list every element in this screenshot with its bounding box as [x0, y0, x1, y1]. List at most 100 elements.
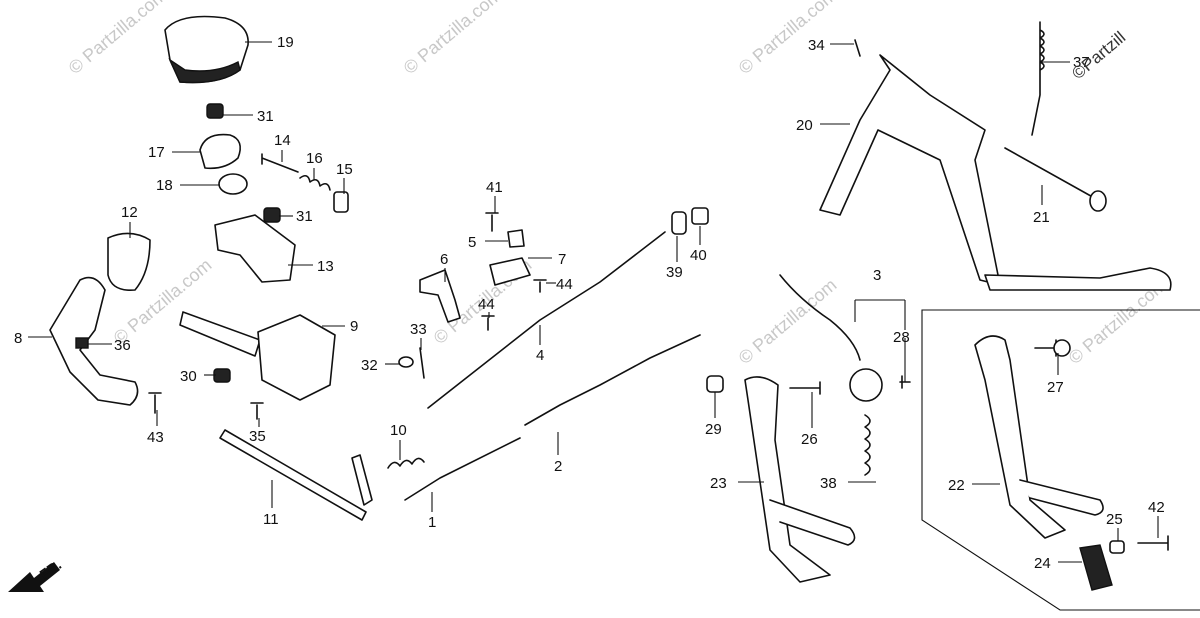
callout-30: 30 [180, 368, 197, 385]
part-12-rubber [107, 232, 151, 292]
callout-10: 10 [390, 422, 407, 439]
callout-33: 33 [410, 321, 427, 338]
callout-21: 21 [1033, 209, 1050, 226]
part-44-bolt-b [481, 315, 495, 331]
part-13-bracket [214, 214, 296, 283]
part-21-pin [1004, 147, 1099, 201]
callout-32: 32 [361, 357, 378, 374]
part-39-collar [671, 211, 687, 235]
part-31-nut-b [263, 207, 281, 223]
part-3-switch [849, 368, 883, 402]
callout-24: 24 [1034, 555, 1051, 572]
callout-3: 3 [873, 267, 881, 284]
part-25-collar [1109, 540, 1125, 554]
part-20-pedal [984, 267, 1172, 291]
callout-27: 27 [1047, 379, 1064, 396]
part-27-bolt [1034, 339, 1057, 357]
callout-4: 4 [536, 347, 544, 364]
callout-19: 19 [277, 34, 294, 51]
part-14-bolt [261, 153, 299, 173]
callout-31: 31 [296, 208, 313, 225]
part-31-nut [206, 103, 224, 119]
part-5-clip [507, 229, 525, 248]
callout-43: 43 [147, 429, 164, 446]
part-11-arm [351, 454, 373, 506]
part-41-bolt [485, 212, 499, 232]
part-40-nut [691, 207, 709, 225]
watermark: © Partzilla.com [400, 0, 506, 78]
callout-9: 9 [350, 318, 358, 335]
callout-44: 44 [556, 276, 573, 293]
part-22-side-stand [974, 335, 1066, 539]
part-33-pin [419, 347, 425, 379]
callout-7: 7 [558, 251, 566, 268]
callout-20: 20 [796, 117, 813, 134]
callout-29: 29 [705, 421, 722, 438]
part-9-shaft [179, 311, 261, 357]
callout-34: 34 [808, 37, 825, 54]
callout-2: 2 [554, 458, 562, 475]
callout-44: 44 [478, 296, 495, 313]
callout-38: 38 [820, 475, 837, 492]
part-37-spring [1031, 21, 1045, 136]
callout-39: 39 [666, 264, 683, 281]
part-23-side-stand [744, 376, 831, 583]
part-17-cam [199, 133, 241, 170]
callout-18: 18 [156, 177, 173, 194]
leader-lines [28, 41, 1159, 563]
inset-frame-bottom [921, 338, 1200, 611]
part-44-bolt [533, 279, 547, 293]
part-21-pin-head [1089, 190, 1107, 212]
part-4-cable [427, 231, 666, 409]
part-38-spring [864, 414, 871, 476]
part-32-washer [398, 356, 414, 368]
callout-41: 41 [486, 179, 503, 196]
part-2-harness [524, 334, 701, 426]
callout-36: 36 [114, 337, 131, 354]
callout-8: 8 [14, 330, 22, 347]
part-24-rubber [1079, 544, 1113, 591]
callout-42: 42 [1148, 499, 1165, 516]
callout-6: 6 [440, 251, 448, 268]
callout-12: 12 [121, 204, 138, 221]
inset-frame [921, 309, 1200, 338]
callout-23: 23 [710, 475, 727, 492]
callout-15: 15 [336, 161, 353, 178]
part-43-bolt [148, 392, 162, 414]
callout-26: 26 [801, 431, 818, 448]
part-36-pad [75, 337, 89, 349]
part-10-spring [387, 457, 425, 469]
part-15-collar [333, 191, 349, 213]
watermark: © Partzilla.com [65, 0, 171, 78]
callout-11: 11 [263, 511, 279, 528]
part-8-pedal [49, 276, 139, 406]
part-7-holder [489, 257, 531, 286]
callout-37: 37 [1073, 54, 1090, 71]
callout-40: 40 [690, 247, 707, 264]
part-29-nut [706, 375, 724, 393]
part-30-nut [213, 368, 231, 383]
part-20-main-stand [819, 54, 1001, 286]
part-34-pin [854, 39, 861, 57]
front-direction-arrow: FR. [8, 556, 64, 592]
part-9-housing [257, 314, 336, 401]
callout-28: 28 [893, 329, 910, 346]
part-26-bolt [789, 381, 821, 395]
callout-31: 31 [257, 108, 274, 125]
callout-17: 17 [148, 144, 165, 161]
callout-labels: 19 31 14 17 16 15 18 31 12 13 8 36 9 30 … [14, 34, 1165, 572]
callout-35: 35 [249, 428, 266, 445]
callout-16: 16 [306, 150, 323, 167]
part-42-bolt [1137, 535, 1169, 551]
callout-14: 14 [274, 132, 291, 149]
part-6-bracket [419, 269, 461, 323]
callout-22: 22 [948, 477, 965, 494]
part-1-cable [404, 437, 521, 501]
part-23-spring-rod [769, 499, 856, 546]
callout-5: 5 [468, 234, 476, 251]
part-3-switch-wire [779, 274, 861, 361]
part-18-spring [218, 173, 248, 195]
part-35-bolt [250, 402, 264, 420]
part-19-cover-side [168, 58, 241, 84]
